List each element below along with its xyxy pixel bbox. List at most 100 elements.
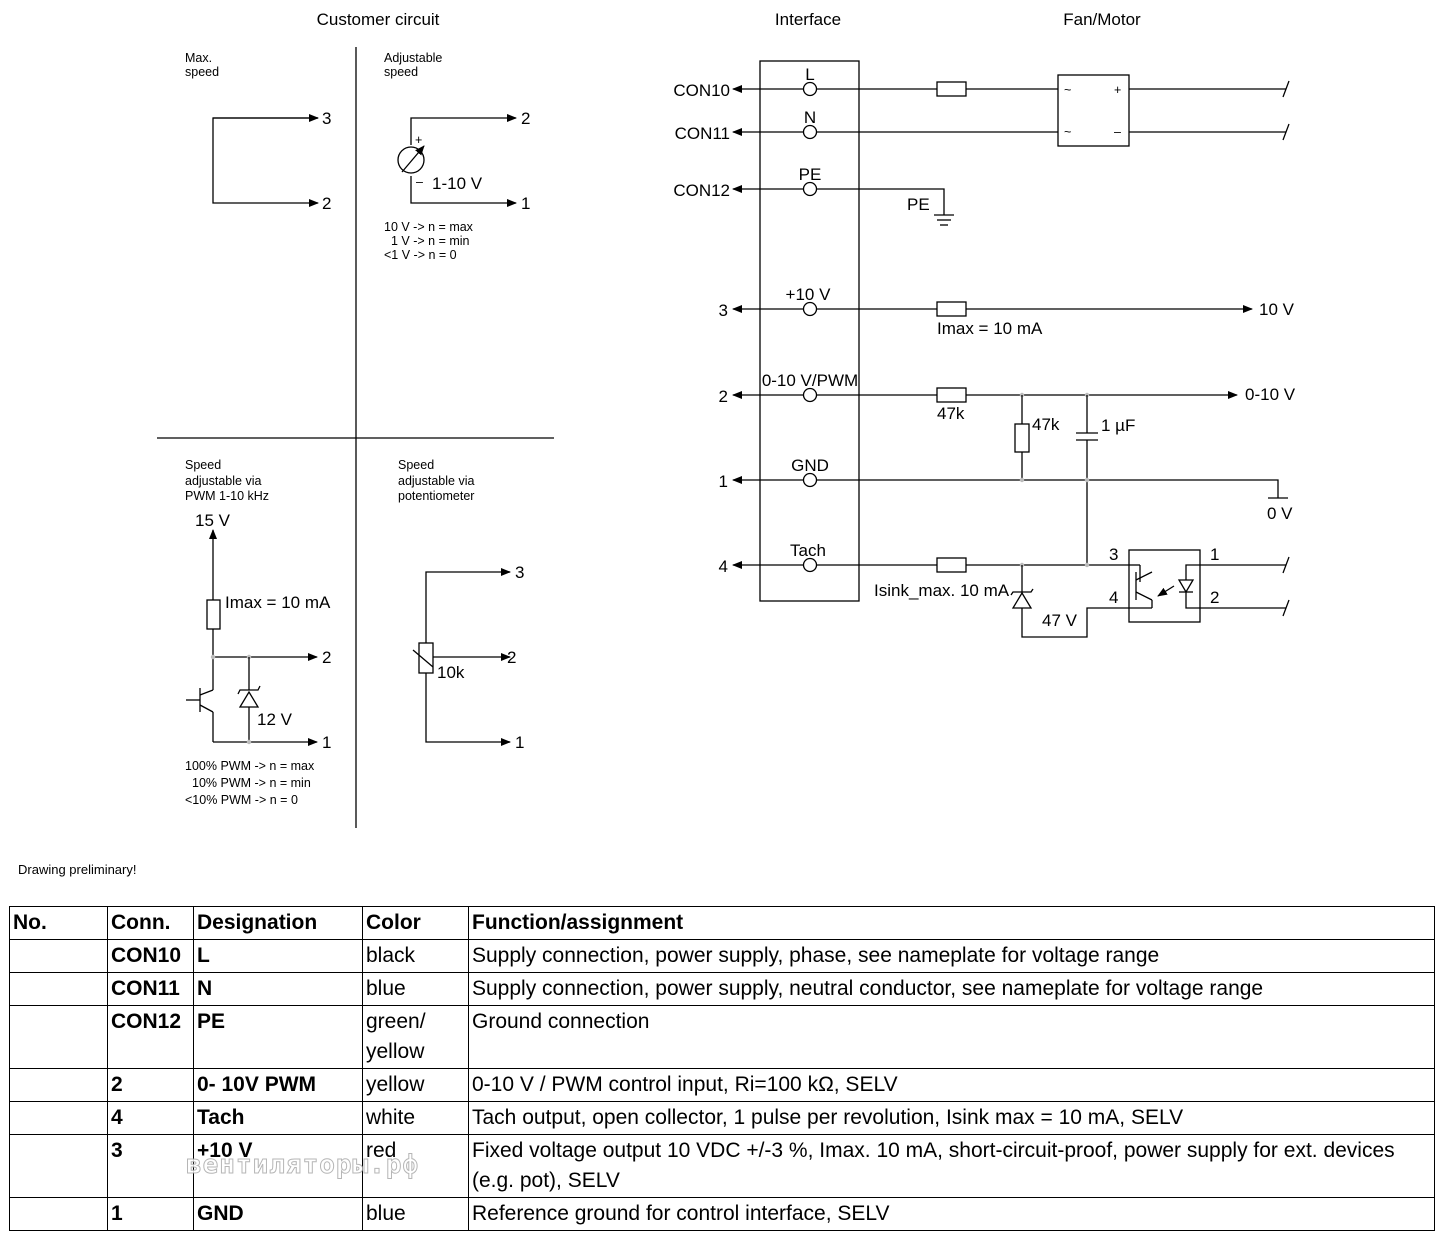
column-header-color: Color bbox=[362, 906, 469, 940]
cell-designation: 0- 10V PWM bbox=[193, 1068, 363, 1102]
ext-label-4: 4 bbox=[719, 557, 728, 576]
cell-no bbox=[9, 1197, 108, 1231]
rectifier-ac-in: ~ bbox=[1064, 125, 1071, 139]
pwm-label-2: adjustable via bbox=[185, 474, 261, 488]
series-resistor-label: 47k bbox=[937, 404, 965, 423]
supply-voltage-label: 15 V bbox=[195, 511, 231, 530]
pwm-note: <10% PWM -> n = 0 bbox=[185, 793, 298, 807]
pwm-note: 100% PWM -> n = max bbox=[185, 759, 315, 773]
cell-function: Fixed voltage output 10 VDC +/-3 %, Imax… bbox=[468, 1134, 1435, 1198]
wiring-schematic: Customer circuit Interface Fan/Motor Max… bbox=[157, 10, 1296, 828]
resistor-symbol bbox=[936, 557, 967, 573]
pin-label: 3 bbox=[515, 563, 524, 582]
bridge-wire bbox=[212, 117, 319, 207]
adjustable-speed-label: Adjustable bbox=[384, 51, 442, 65]
column-header-no: No. bbox=[9, 906, 108, 940]
table-row: CON12 PE green/ yellow Ground connection bbox=[9, 1005, 1435, 1069]
watermark: вентиляторы.рф bbox=[185, 1150, 420, 1181]
cell-designation: Tach bbox=[193, 1101, 363, 1135]
heading-customer-circuit: Customer circuit bbox=[317, 10, 440, 29]
resistor-symbol bbox=[936, 301, 967, 317]
pin-label: 1 bbox=[322, 733, 331, 752]
cell-conn: CON11 bbox=[107, 972, 194, 1006]
ext-label-con12: CON12 bbox=[673, 181, 730, 200]
cell-color: white bbox=[362, 1101, 469, 1135]
cell-designation: PE bbox=[193, 1005, 363, 1069]
cell-color: yellow bbox=[362, 1068, 469, 1102]
terminal-name-plus-10v: +10 V bbox=[786, 285, 832, 304]
pin-label: 2 bbox=[507, 648, 516, 667]
pe-ground: PE bbox=[816, 188, 954, 226]
pin-label: 1 bbox=[515, 733, 524, 752]
pot-label: Speed bbox=[398, 458, 434, 472]
cell-designation: GND bbox=[193, 1197, 363, 1231]
terminal-name-control: 0-10 V/PWM bbox=[762, 371, 858, 390]
cell-designation: N bbox=[193, 972, 363, 1006]
opto-pin-4: 4 bbox=[1109, 588, 1118, 607]
imax-label: Imax = 10 mA bbox=[225, 593, 331, 612]
cell-function: Ground connection bbox=[468, 1005, 1435, 1069]
polarity-minus: – bbox=[416, 175, 423, 189]
terminal-name-n: N bbox=[804, 108, 816, 127]
table-row: 3 +10 V red Fixed voltage output 10 VDC … bbox=[9, 1134, 1435, 1198]
resistor-symbol bbox=[936, 387, 967, 403]
table-row: CON11 N blue Supply connection, power su… bbox=[9, 972, 1435, 1006]
terminal-gnd bbox=[802, 472, 818, 488]
cell-no bbox=[9, 939, 108, 973]
plus-10v-path: Imax = 10 mA 10 V bbox=[816, 300, 1295, 338]
ext-label-2: 2 bbox=[719, 387, 728, 406]
ext-label-con10: CON10 bbox=[673, 81, 730, 100]
terminal-name-l: L bbox=[805, 65, 814, 84]
terminal-n bbox=[802, 124, 818, 140]
rectifier-plus: + bbox=[1114, 83, 1121, 97]
shunt-resistor-symbol bbox=[1014, 423, 1030, 453]
terminal-plus-10v bbox=[802, 301, 818, 317]
quadrant-max-speed: Max. speed 3 2 bbox=[185, 51, 331, 213]
cell-color: red bbox=[362, 1134, 469, 1198]
column-header-designation: Designation bbox=[193, 906, 363, 940]
terminal-l bbox=[802, 81, 818, 97]
column-header-conn: Conn. bbox=[107, 906, 194, 940]
cell-color: blue bbox=[362, 1197, 469, 1231]
heading-fan-motor: Fan/Motor bbox=[1063, 10, 1141, 29]
opto-pin-3: 3 bbox=[1109, 545, 1118, 564]
quadrant-potentiometer: Speed adjustable via potentiometer 10k 3… bbox=[398, 458, 524, 752]
cell-color: blue bbox=[362, 972, 469, 1006]
max-speed-label-2: speed bbox=[185, 65, 219, 79]
shunt-resistor-label: 47k bbox=[1032, 415, 1060, 434]
pot-value-label: 10k bbox=[437, 663, 465, 682]
cell-function: Supply connection, power supply, neutral… bbox=[468, 972, 1435, 1006]
terminal-tach bbox=[802, 557, 818, 573]
table-row: 1 GND blue Reference ground for control … bbox=[9, 1197, 1435, 1231]
output-10v-label: 10 V bbox=[1259, 300, 1295, 319]
ext-label-3: 3 bbox=[719, 301, 728, 320]
cell-function: Tach output, open collector, 1 pulse per… bbox=[468, 1101, 1435, 1135]
cell-designation: L bbox=[193, 939, 363, 973]
capacitor-label: 1 µF bbox=[1101, 416, 1135, 435]
pin-label: 3 bbox=[322, 109, 331, 128]
pwm-label-3: PWM 1-10 kHz bbox=[185, 489, 269, 503]
terminal-pe bbox=[802, 181, 818, 197]
cell-function: Reference ground for control interface, … bbox=[468, 1197, 1435, 1231]
cell-no bbox=[9, 1101, 108, 1135]
terminal-control bbox=[802, 387, 818, 403]
isink-label: Isink_max. 10 mA bbox=[874, 581, 1010, 600]
quadrant-adjustable-speed: Adjustable speed + – 1-10 V 2 1 10 V -> … bbox=[384, 51, 530, 262]
cell-conn: 2 bbox=[107, 1068, 194, 1102]
interface-box bbox=[759, 60, 860, 602]
cell-function: Supply connection, power supply, phase, … bbox=[468, 939, 1435, 973]
pin-label: 1 bbox=[521, 194, 530, 213]
gnd-reference-label: 0 V bbox=[1267, 504, 1293, 523]
source-voltage-label: 1-10 V bbox=[432, 174, 483, 193]
cell-conn: 3 bbox=[107, 1134, 194, 1198]
terminal-name-pe: PE bbox=[799, 165, 822, 184]
polarity-plus: + bbox=[415, 133, 422, 147]
ext-label-1: 1 bbox=[719, 472, 728, 491]
terminal-name-gnd: GND bbox=[791, 456, 829, 475]
preliminary-note: Drawing preliminary! bbox=[18, 862, 137, 877]
pin-label: 2 bbox=[322, 194, 331, 213]
rectifier-box bbox=[1057, 74, 1130, 147]
cell-conn: CON10 bbox=[107, 939, 194, 973]
cell-color: green/ yellow bbox=[362, 1005, 469, 1069]
resistor-symbol bbox=[206, 599, 221, 630]
